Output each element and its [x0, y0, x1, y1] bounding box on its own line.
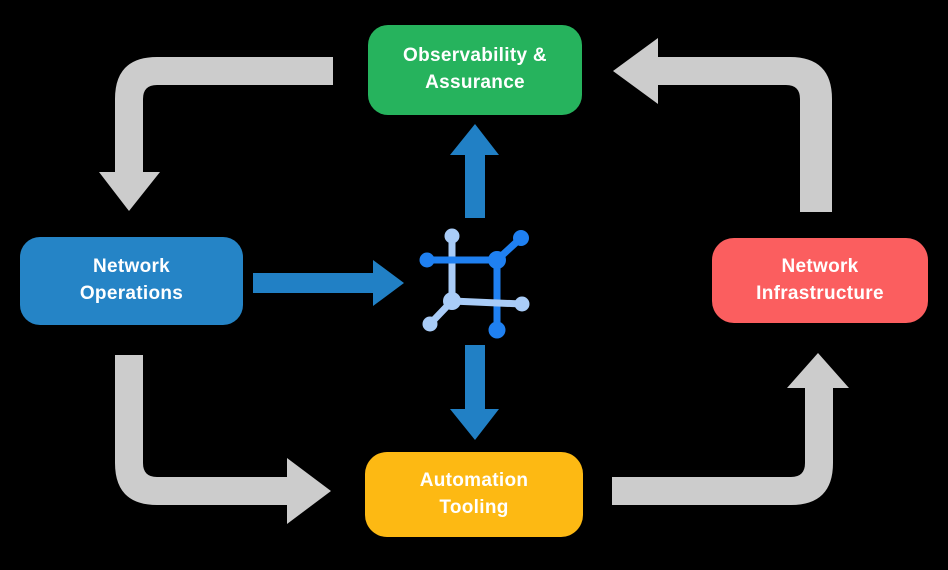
arrow-operations-to-automation: [115, 355, 331, 524]
arrow-observability-to-operations: [99, 57, 333, 211]
mesh-node-topright: [513, 230, 529, 246]
arrow-operations-to-center: [253, 260, 404, 306]
node-label-line: Observability &: [403, 45, 547, 67]
node-label-line: Tooling: [439, 496, 509, 518]
mesh-node-top: [444, 228, 460, 244]
node-label-line: Assurance: [425, 72, 525, 93]
node-label-line: Automation: [419, 469, 529, 491]
arrow-infrastructure-to-observability: [613, 38, 832, 212]
node-network-infrastructure: Network Infrastructure: [712, 238, 928, 323]
node-automation-tooling: Automation Tooling: [365, 452, 583, 537]
mesh-node-bottomleft: [422, 316, 438, 332]
network-mesh-icon: [419, 228, 530, 339]
mesh-junction-topright: [488, 251, 506, 269]
node-observability-assurance: Observability & Assurance: [368, 25, 582, 115]
mesh-node-bottom: [488, 321, 506, 339]
arrow-automation-to-infrastructure: [612, 353, 849, 505]
mesh-line-bottom-horizontal: [448, 297, 526, 308]
mesh-node-right: [514, 296, 530, 312]
arrow-center-to-automation: [450, 345, 499, 440]
mesh-junction-bottomleft: [443, 292, 461, 310]
arrow-center-to-observability: [450, 124, 499, 218]
node-label-line: Network: [92, 256, 171, 278]
mesh-node-left: [419, 252, 435, 268]
node-network-operations: Network Operations: [20, 237, 243, 325]
node-label-line: Infrastructure: [756, 282, 884, 304]
node-label-line: Operations: [79, 283, 184, 304]
node-label-line: Network: [781, 255, 859, 277]
